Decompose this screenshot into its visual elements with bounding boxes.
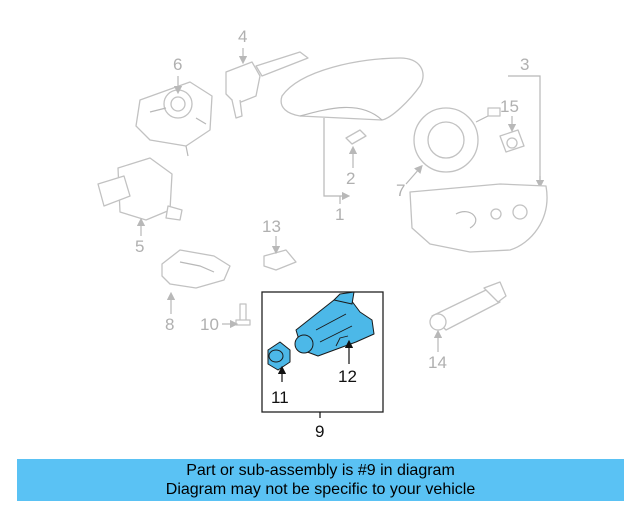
part-15-drawing: [499, 129, 525, 153]
callout-11: 11: [271, 388, 289, 407]
callout-15: 15: [500, 97, 519, 116]
callout-3: 3: [520, 55, 529, 74]
callout-9: 9: [315, 422, 324, 441]
callout-5: 5: [135, 237, 144, 256]
column-shroud-drawing: [280, 57, 424, 121]
part-11-lock-cylinder: [267, 341, 291, 371]
callout-14: 14: [428, 353, 447, 372]
part-13-drawing: [263, 249, 297, 271]
callout-10: 10: [200, 315, 219, 334]
part-8-drawing: [161, 249, 231, 289]
callout-7: 7: [396, 181, 405, 200]
banner-line-2: Diagram may not be specific to your vehi…: [165, 481, 476, 498]
callout-13: 13: [262, 217, 281, 236]
callout-8: 8: [165, 315, 174, 334]
callout-4: 4: [238, 27, 247, 46]
banner-line-1: Part or sub-assembly is #9 in diagram: [186, 462, 455, 479]
part-14-drawing: [429, 281, 507, 331]
part-12-lock-housing: [294, 291, 375, 357]
part-4-stalk-drawing: [225, 51, 309, 119]
part-10-screw-drawing: [235, 303, 251, 326]
part-7-clockspring-drawing: [413, 107, 501, 173]
part-6-switch-drawing: [135, 81, 213, 157]
info-banner: Part or sub-assembly is #9 in diagram Di…: [17, 459, 624, 501]
callout-6: 6: [173, 55, 182, 74]
part-5-switch-drawing: [97, 157, 183, 221]
callout-2: 2: [346, 169, 355, 188]
part-2-clip-drawing: [345, 129, 367, 145]
callout-12: 12: [338, 367, 357, 386]
lower-shroud-drawing: [409, 183, 548, 253]
callout-1: 1: [335, 205, 344, 224]
